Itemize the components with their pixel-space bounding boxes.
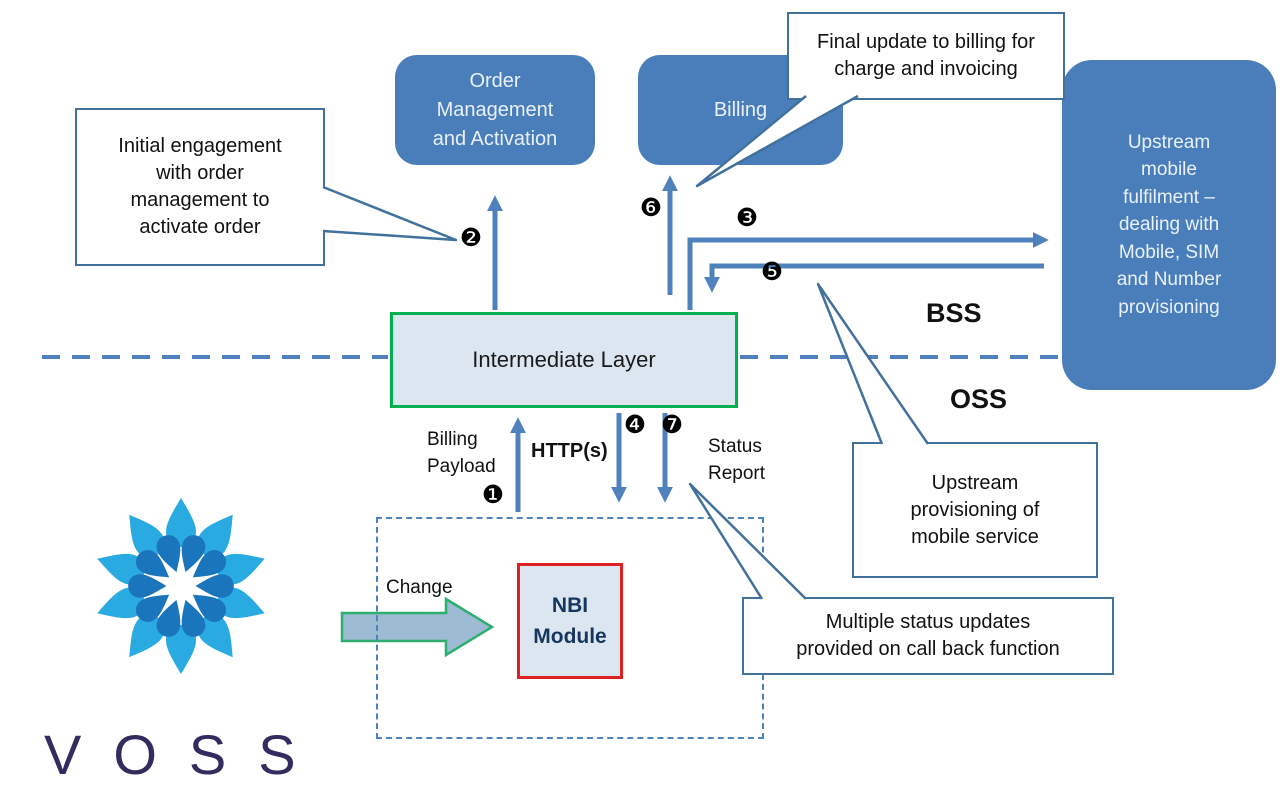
label-billing-payload: Billing Payload — [427, 429, 496, 477]
step-badge-6: ❻ — [639, 194, 663, 222]
callout-multiple-status: Multiple status updates provided on call… — [742, 597, 1114, 675]
label-status-report: Status Report — [708, 436, 766, 484]
order-management-box: Order Management and Activation — [395, 55, 595, 165]
pointer-initial-engagement — [322, 185, 458, 242]
pointer-upstream-provisioning — [816, 282, 930, 445]
arrow-to-upstream — [687, 231, 1049, 310]
label-change: Change — [386, 577, 453, 598]
label-oss: OSS — [950, 384, 1008, 414]
step-badge-4: ❹ — [623, 411, 647, 439]
voss-wordmark: VOSS — [44, 723, 328, 786]
step-badge-2: ❷ — [459, 224, 483, 252]
step-badge-5: ❺ — [760, 258, 784, 286]
callout-initial-engagement: Initial engagement with order management… — [75, 108, 325, 266]
voss-logo-icon — [92, 498, 270, 674]
label-bss: BSS — [926, 298, 982, 328]
callout-final-update: Final update to billing for charge and i… — [787, 12, 1065, 100]
upstream-fulfilment-box: Upstream mobile fulfilment – dealing wit… — [1062, 60, 1276, 390]
step-badge-1: ❶ — [481, 481, 505, 509]
intermediate-layer-box: Intermediate Layer — [390, 312, 738, 408]
nbi-module-box: NBI Module — [517, 563, 623, 679]
step-badge-3: ❸ — [735, 204, 759, 232]
label-https: HTTP(s) — [531, 440, 608, 462]
callout-upstream-provisioning: Upstream provisioning of mobile service — [852, 442, 1098, 578]
step-badge-7: ❼ — [660, 411, 684, 439]
